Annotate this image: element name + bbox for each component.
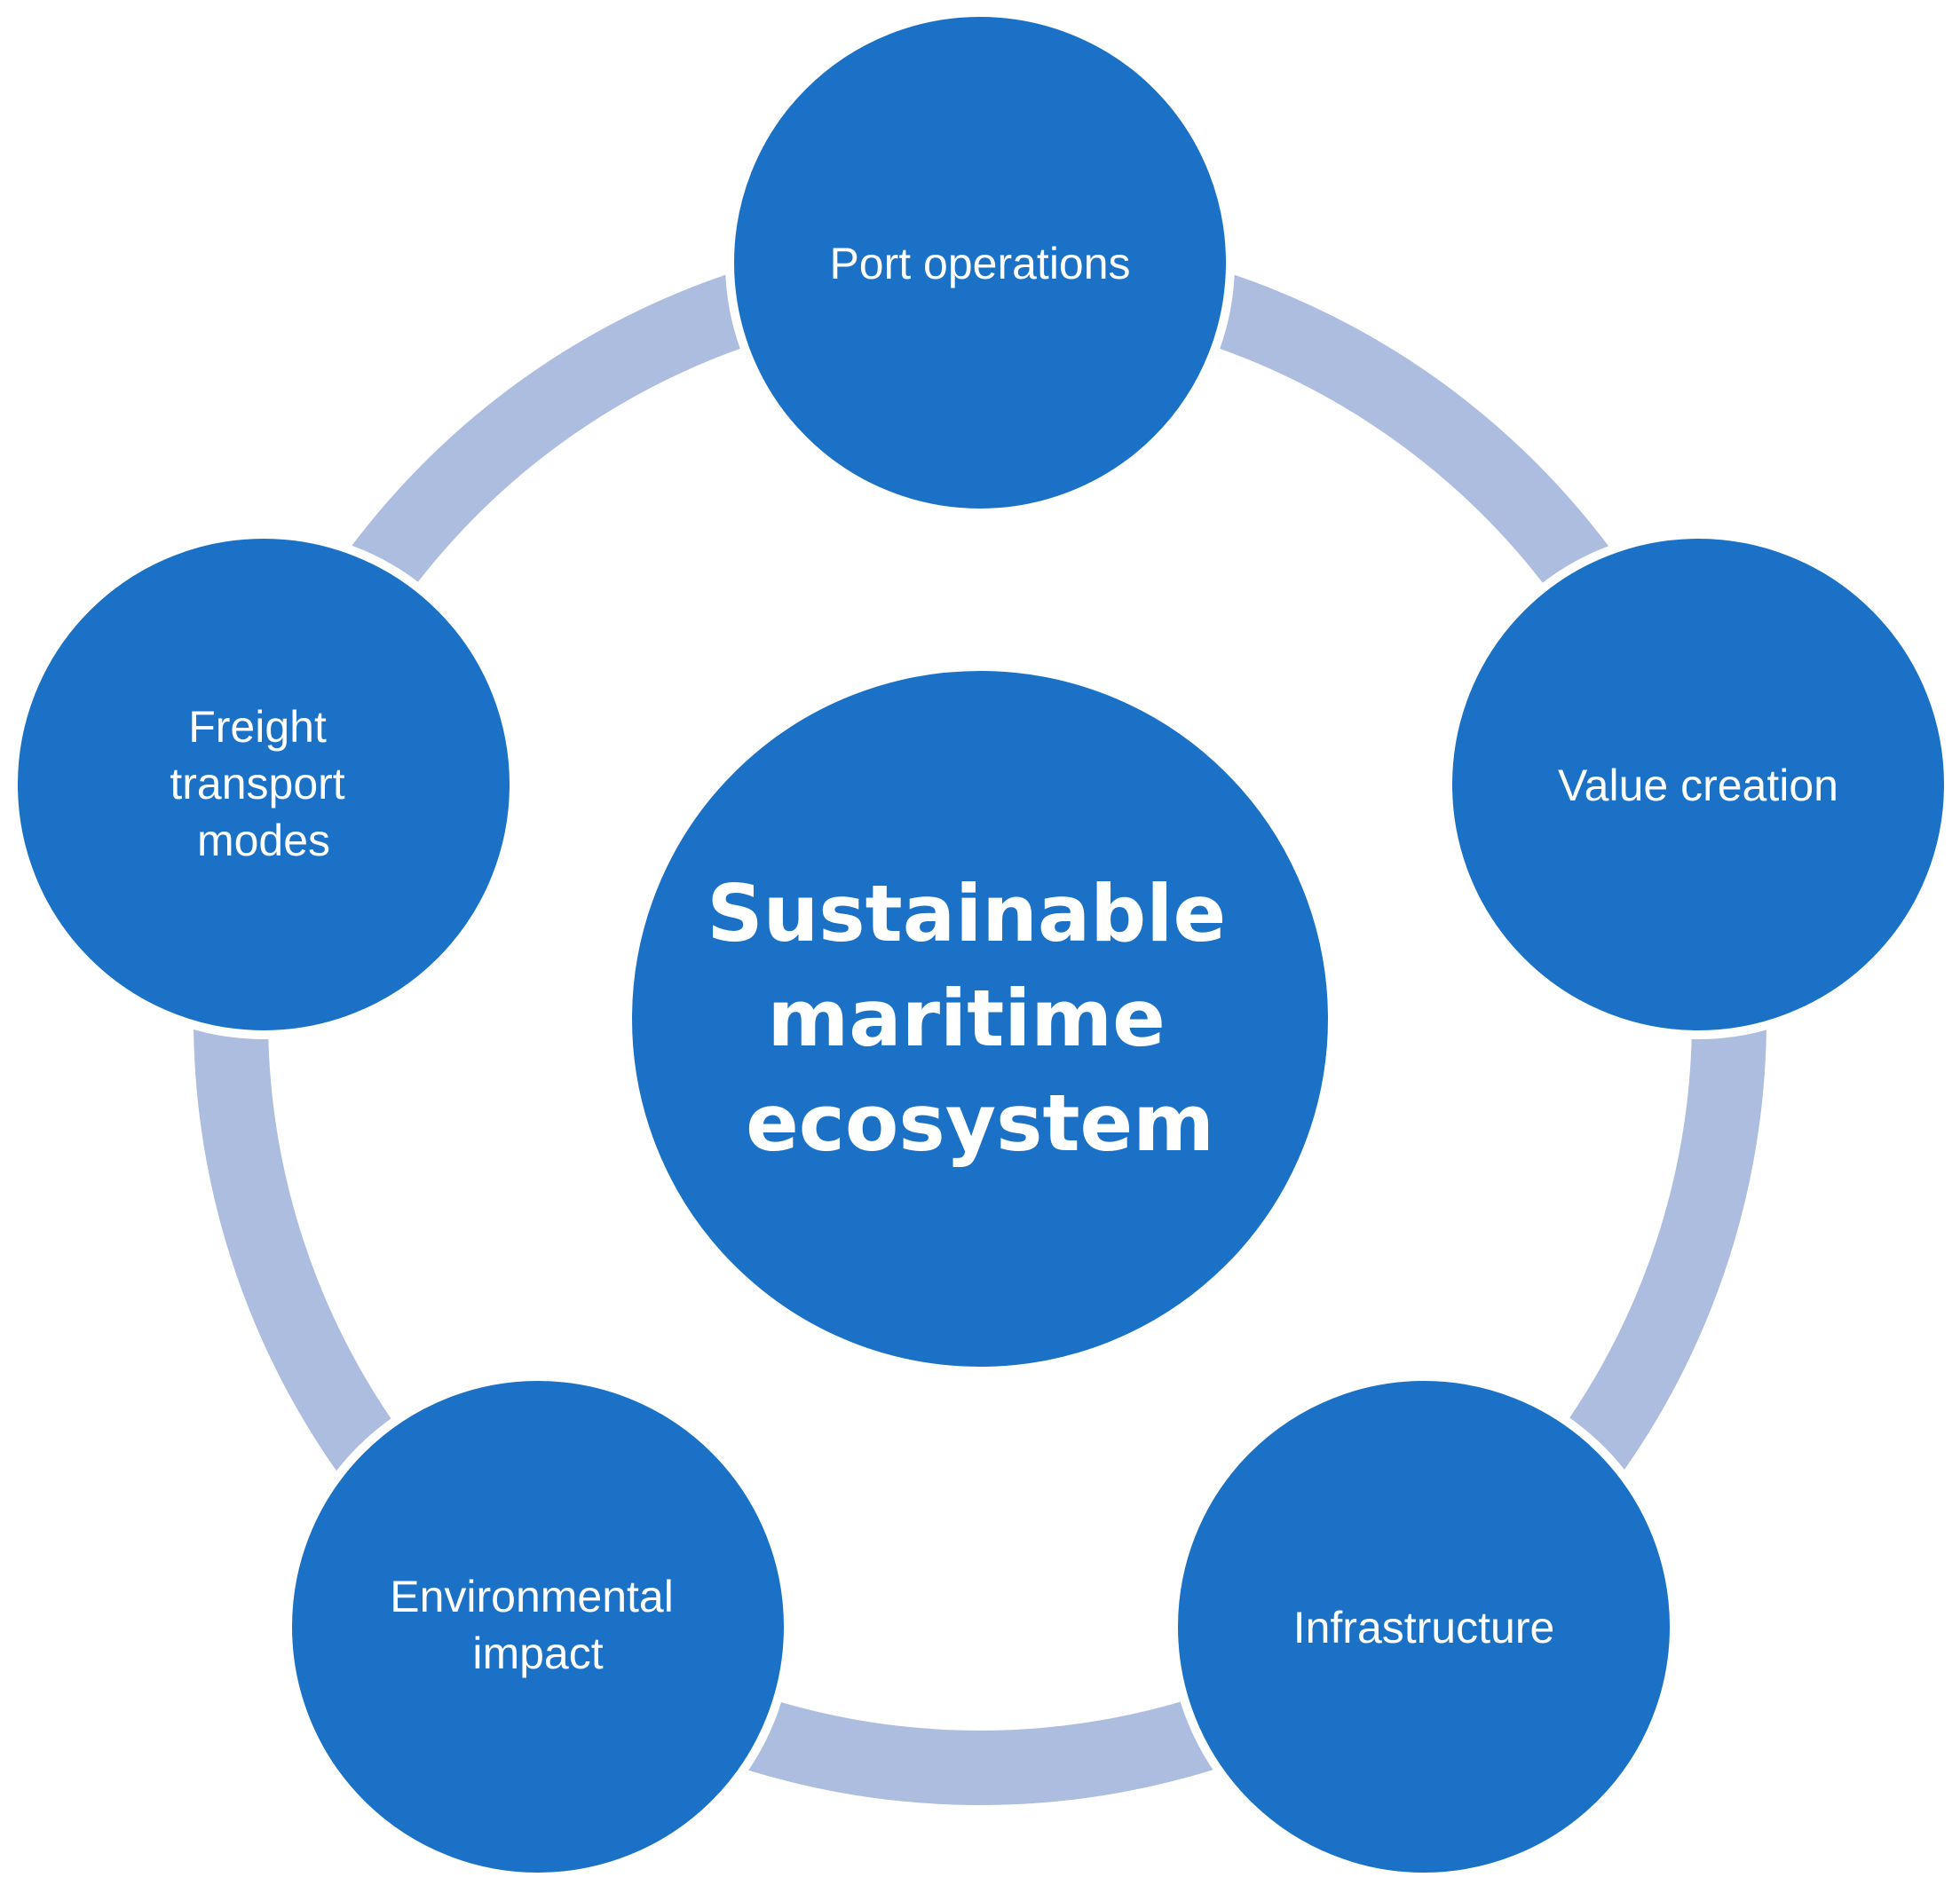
- node-label-line: Environmental: [390, 1572, 674, 1621]
- node-circle: [283, 1372, 793, 1881]
- node-label: Freight transport modes: [170, 702, 357, 865]
- node-environmental-impact: Environmental impact: [283, 1372, 793, 1881]
- node-label: Infrastructure: [1293, 1603, 1555, 1652]
- center-title-line: Sustainable: [707, 868, 1226, 959]
- node-label: Value creation: [1558, 761, 1838, 810]
- center-title-line: ecosystem: [746, 1077, 1214, 1169]
- node-label-line: Infrastructure: [1293, 1603, 1555, 1652]
- center-title: Sustainable maritime ecosystem: [707, 868, 1253, 1169]
- node-label-line: modes: [197, 816, 330, 865]
- node-circle: [9, 530, 518, 1039]
- node-circle: [1169, 1372, 1679, 1881]
- node-label-line: Value creation: [1558, 761, 1838, 810]
- node-infrastructure: Infrastructure: [1169, 1372, 1679, 1881]
- node-label: Port operations: [829, 239, 1130, 288]
- node-value-creation: Value creation: [1443, 530, 1953, 1039]
- center-title-line: maritime: [768, 973, 1166, 1064]
- node-port-operations: Port operations: [725, 8, 1235, 517]
- center-circle: [625, 664, 1335, 1374]
- node-circle: [1443, 530, 1953, 1039]
- node-label-line: Port operations: [829, 239, 1130, 288]
- center-node: Sustainable maritime ecosystem: [625, 664, 1335, 1374]
- node-label-line: Freight: [188, 702, 327, 752]
- node-freight-transport-modes: Freight transport modes: [9, 530, 518, 1039]
- node-label: Environmental impact: [390, 1572, 686, 1678]
- node-label-line: impact: [472, 1629, 603, 1678]
- node-label-line: transport: [170, 759, 344, 808]
- node-circle: [725, 8, 1235, 517]
